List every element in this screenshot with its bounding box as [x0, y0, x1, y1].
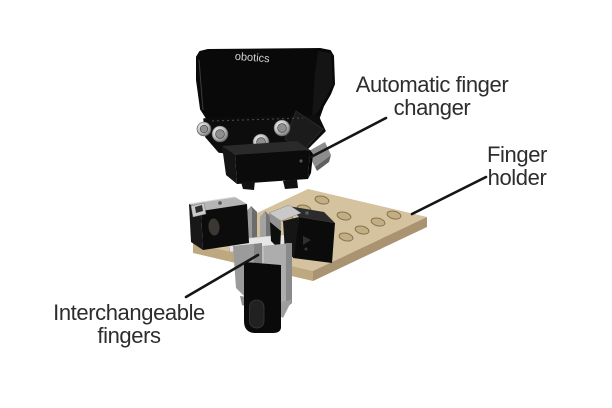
leader-line-finger-holder — [410, 175, 488, 216]
gripper-body — [196, 48, 335, 124]
leader-line-automatic-finger-changer — [307, 116, 388, 160]
left-finger-block — [188, 196, 249, 250]
label-line: changer — [393, 95, 471, 120]
hanging-black-finger — [244, 262, 281, 333]
hex-bolts — [196, 119, 291, 151]
plate-edge-southeast — [313, 217, 427, 281]
gripper-logo-text: obotics — [234, 51, 270, 65]
label-line: holder — [487, 165, 547, 190]
label-line: fingers — [97, 323, 161, 348]
interchangeable-finger-assembly — [188, 196, 335, 333]
label-finger-holder: Finger holder — [487, 143, 547, 189]
label-line: Interchangeable — [53, 300, 205, 325]
label-line: Automatic finger — [355, 72, 509, 97]
finger-changer-block — [222, 141, 313, 190]
label-automatic-finger-changer: Automatic finger changer — [356, 73, 509, 119]
finger-slot — [249, 299, 265, 329]
gripper-automatic-finger-changer: obotics — [196, 48, 335, 190]
label-line: Finger — [487, 142, 547, 167]
label-interchangeable-fingers: Interchangeable fingers — [53, 301, 205, 347]
silver-cap — [268, 204, 302, 222]
leader-line-interchangeable-fingers — [184, 253, 260, 299]
block-hole — [208, 218, 220, 236]
